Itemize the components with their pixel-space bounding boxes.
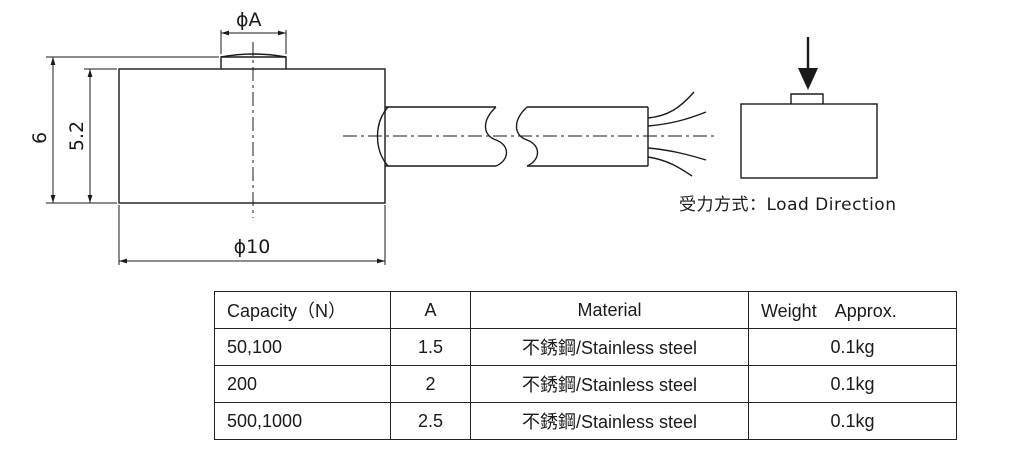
- dim-height-total-label: 6: [29, 132, 51, 144]
- cell-material: 不銹鋼/Stainless steel: [470, 328, 749, 366]
- center-lines: [252, 42, 716, 218]
- load-cell-dimension-drawing: ϕA 6 5.2 ϕ10 受力方式：Load Direction: [29, 9, 896, 265]
- load-direction-caption: 受力方式：Load Direction: [679, 195, 896, 215]
- dim-height-body-label: 5.2: [66, 121, 88, 151]
- cable: [376, 91, 707, 177]
- cell-material: 不銹鋼/Stainless steel: [470, 365, 749, 403]
- header-capacity: Capacity（N）: [214, 291, 391, 329]
- cell-a: 2: [390, 365, 471, 403]
- cell-weight: 0.1kg: [748, 402, 957, 440]
- cell-a: 1.5: [390, 328, 471, 366]
- cell-capacity: 500,1000: [214, 402, 391, 440]
- cell-capacity: 50,100: [214, 328, 391, 366]
- cell-capacity: 200: [214, 365, 391, 403]
- load-direction-figure: [740, 93, 878, 179]
- load-arrow-icon: [798, 37, 818, 90]
- dim-diameter: [118, 205, 386, 265]
- table-row: 500,1000 2.5 不銹鋼/Stainless steel 0.1kg: [214, 402, 957, 440]
- header-material: Material: [470, 291, 749, 329]
- table-row: 200 2 不銹鋼/Stainless steel 0.1kg: [214, 365, 957, 403]
- cell-material: 不銹鋼/Stainless steel: [470, 402, 749, 440]
- table-row: 50,100 1.5 不銹鋼/Stainless steel 0.1kg: [214, 328, 957, 366]
- specification-table: Capacity（N） A Material Weight Approx. 50…: [214, 291, 957, 440]
- header-weight: Weight Approx.: [748, 291, 957, 329]
- dim-phi-a: [220, 30, 287, 54]
- cell-a: 2.5: [390, 402, 471, 440]
- cell-weight: 0.1kg: [748, 328, 957, 366]
- dim-heights: [46, 56, 219, 204]
- table-header-row: Capacity（N） A Material Weight Approx.: [214, 291, 957, 329]
- dim-phi-a-label: ϕA: [236, 9, 262, 31]
- cell-weight: 0.1kg: [748, 365, 957, 403]
- dim-diameter-label: ϕ10: [234, 236, 271, 258]
- load-cell-body: [118, 53, 386, 204]
- header-a: A: [390, 291, 471, 329]
